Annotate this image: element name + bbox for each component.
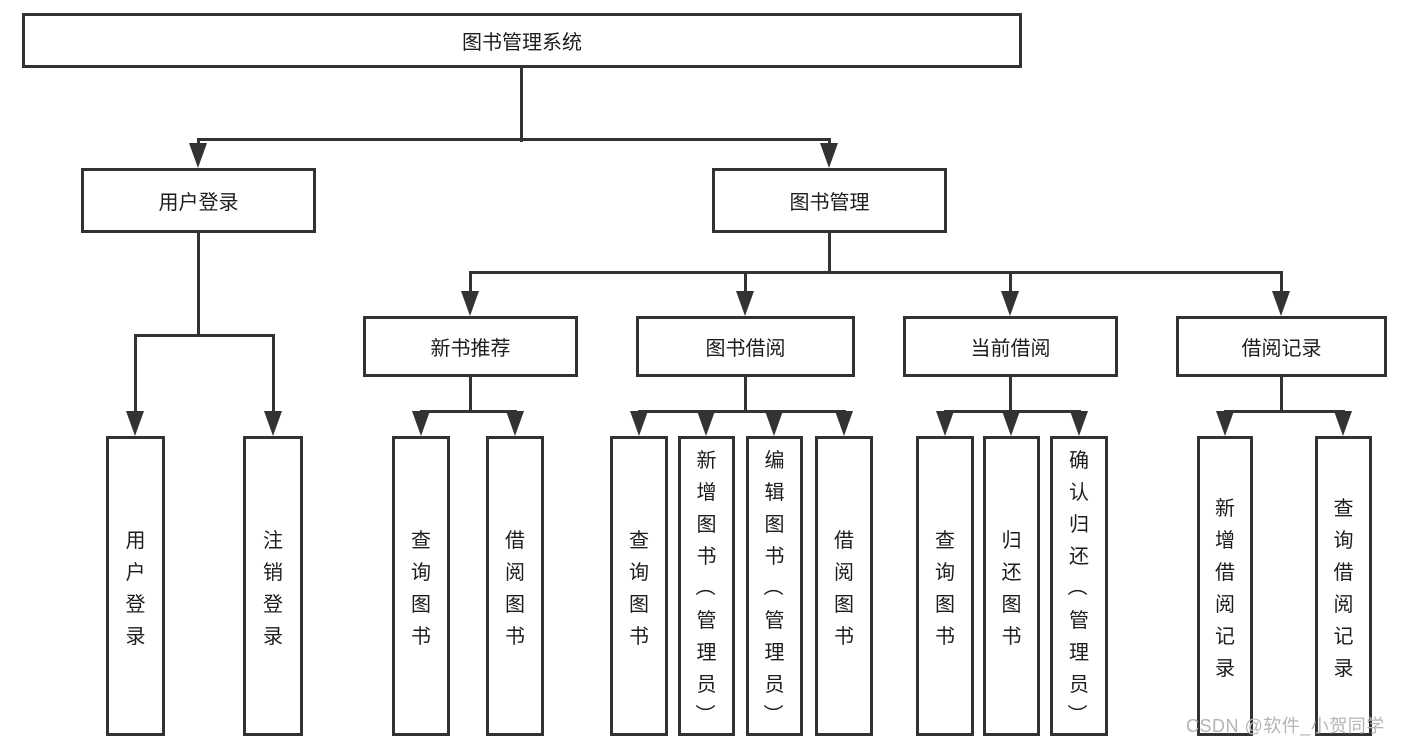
leaf-query-books-current: 查询图书 <box>916 436 974 736</box>
connector-line <box>520 68 523 142</box>
arrowhead-down-icon <box>1001 291 1019 316</box>
arrowhead-down-icon <box>126 411 144 436</box>
leaf-return-books: 归还图书 <box>983 436 1040 736</box>
leaf-query-borrow-record-label: 查询借阅记录 <box>1333 497 1354 680</box>
connector-line <box>134 334 275 337</box>
arrowhead-down-icon <box>697 411 715 436</box>
connector-line <box>1009 377 1012 413</box>
node-user-login: 用户登录 <box>81 168 316 233</box>
leaf-user-login: 用户登录 <box>106 436 165 736</box>
arrowhead-down-icon <box>506 411 524 436</box>
arrowhead-down-icon <box>630 411 648 436</box>
arrowhead-down-icon <box>1070 411 1088 436</box>
arrowhead-down-icon <box>264 411 282 436</box>
leaf-query-books-recommend-label: 查询图书 <box>411 529 431 648</box>
connector-line <box>272 335 275 417</box>
arrowhead-down-icon <box>1002 411 1020 436</box>
leaf-borrow-books-recommend: 借阅图书 <box>486 436 544 736</box>
node-book-borrow: 图书借阅 <box>636 316 855 377</box>
leaf-confirm-return-admin: 确认归还（管理员） <box>1050 436 1108 736</box>
leaf-logout-login: 注销登录 <box>243 436 303 736</box>
leaf-add-borrow-record: 新增借阅记录 <box>1197 436 1253 736</box>
node-book-management: 图书管理 <box>712 168 947 233</box>
node-new-book-recommend-label: 新书推荐 <box>430 338 511 360</box>
leaf-borrow-books-label: 借阅图书 <box>834 529 854 648</box>
leaf-confirm-return-admin-label: 确认归还（管理员） <box>1065 449 1090 725</box>
node-root-label: 图书管理系统 <box>462 32 582 54</box>
connector-line <box>638 410 846 413</box>
connector-line <box>1224 410 1345 413</box>
node-current-borrow: 当前借阅 <box>903 316 1118 377</box>
leaf-edit-books-admin-label: 编辑图书（管理员） <box>761 449 785 725</box>
csdn-watermark: CSDN @软件_小贺同学 <box>1186 716 1385 736</box>
arrowhead-down-icon <box>461 291 479 316</box>
leaf-query-books-current-label: 查询图书 <box>935 529 955 648</box>
connector-line <box>420 410 517 413</box>
node-book-management-label: 图书管理 <box>789 192 870 214</box>
connector-line <box>1280 272 1283 296</box>
arrowhead-down-icon <box>1334 411 1352 436</box>
connector-line <box>828 233 831 274</box>
leaf-add-borrow-record-label: 新增借阅记录 <box>1215 497 1235 680</box>
connector-line <box>197 233 200 337</box>
arrowhead-down-icon <box>820 143 838 168</box>
arrowhead-down-icon <box>736 291 754 316</box>
leaf-query-books-borrow-label: 查询图书 <box>629 529 649 648</box>
node-book-borrow-label: 图书借阅 <box>705 338 786 360</box>
leaf-edit-books-admin: 编辑图书（管理员） <box>746 436 803 736</box>
leaf-query-books-recommend: 查询图书 <box>392 436 450 736</box>
node-borrow-records: 借阅记录 <box>1176 316 1387 377</box>
arrowhead-down-icon <box>189 143 207 168</box>
connector-line <box>744 377 747 413</box>
arrowhead-down-icon <box>765 411 783 436</box>
node-borrow-records-label: 借阅记录 <box>1241 338 1322 360</box>
leaf-query-books-borrow: 查询图书 <box>610 436 668 736</box>
connector-line <box>134 335 137 417</box>
leaf-add-books-admin-label: 新增图书（管理员） <box>693 449 717 725</box>
connector-line <box>197 138 831 141</box>
leaf-query-borrow-record: 查询借阅记录 <box>1315 436 1372 736</box>
connector-line <box>1009 272 1012 296</box>
connector-line <box>469 377 472 413</box>
connector-line <box>1280 377 1283 413</box>
arrowhead-down-icon <box>1272 291 1290 316</box>
arrowhead-down-icon <box>1216 411 1234 436</box>
node-root: 图书管理系统 <box>22 13 1022 68</box>
node-user-login-label: 用户登录 <box>158 192 239 214</box>
leaf-borrow-books-recommend-label: 借阅图书 <box>505 529 525 648</box>
leaf-user-login-label: 用户登录 <box>125 529 146 648</box>
node-current-borrow-label: 当前借阅 <box>970 338 1051 360</box>
leaf-return-books-label: 归还图书 <box>1001 529 1022 648</box>
connector-line <box>744 272 747 296</box>
leaf-borrow-books: 借阅图书 <box>815 436 873 736</box>
leaf-add-books-admin: 新增图书（管理员） <box>678 436 735 736</box>
arrowhead-down-icon <box>936 411 954 436</box>
node-new-book-recommend: 新书推荐 <box>363 316 578 377</box>
leaf-logout-login-label: 注销登录 <box>263 529 283 648</box>
connector-line <box>469 271 1283 274</box>
connector-line <box>469 272 472 296</box>
arrowhead-down-icon <box>835 411 853 436</box>
arrowhead-down-icon <box>412 411 430 436</box>
